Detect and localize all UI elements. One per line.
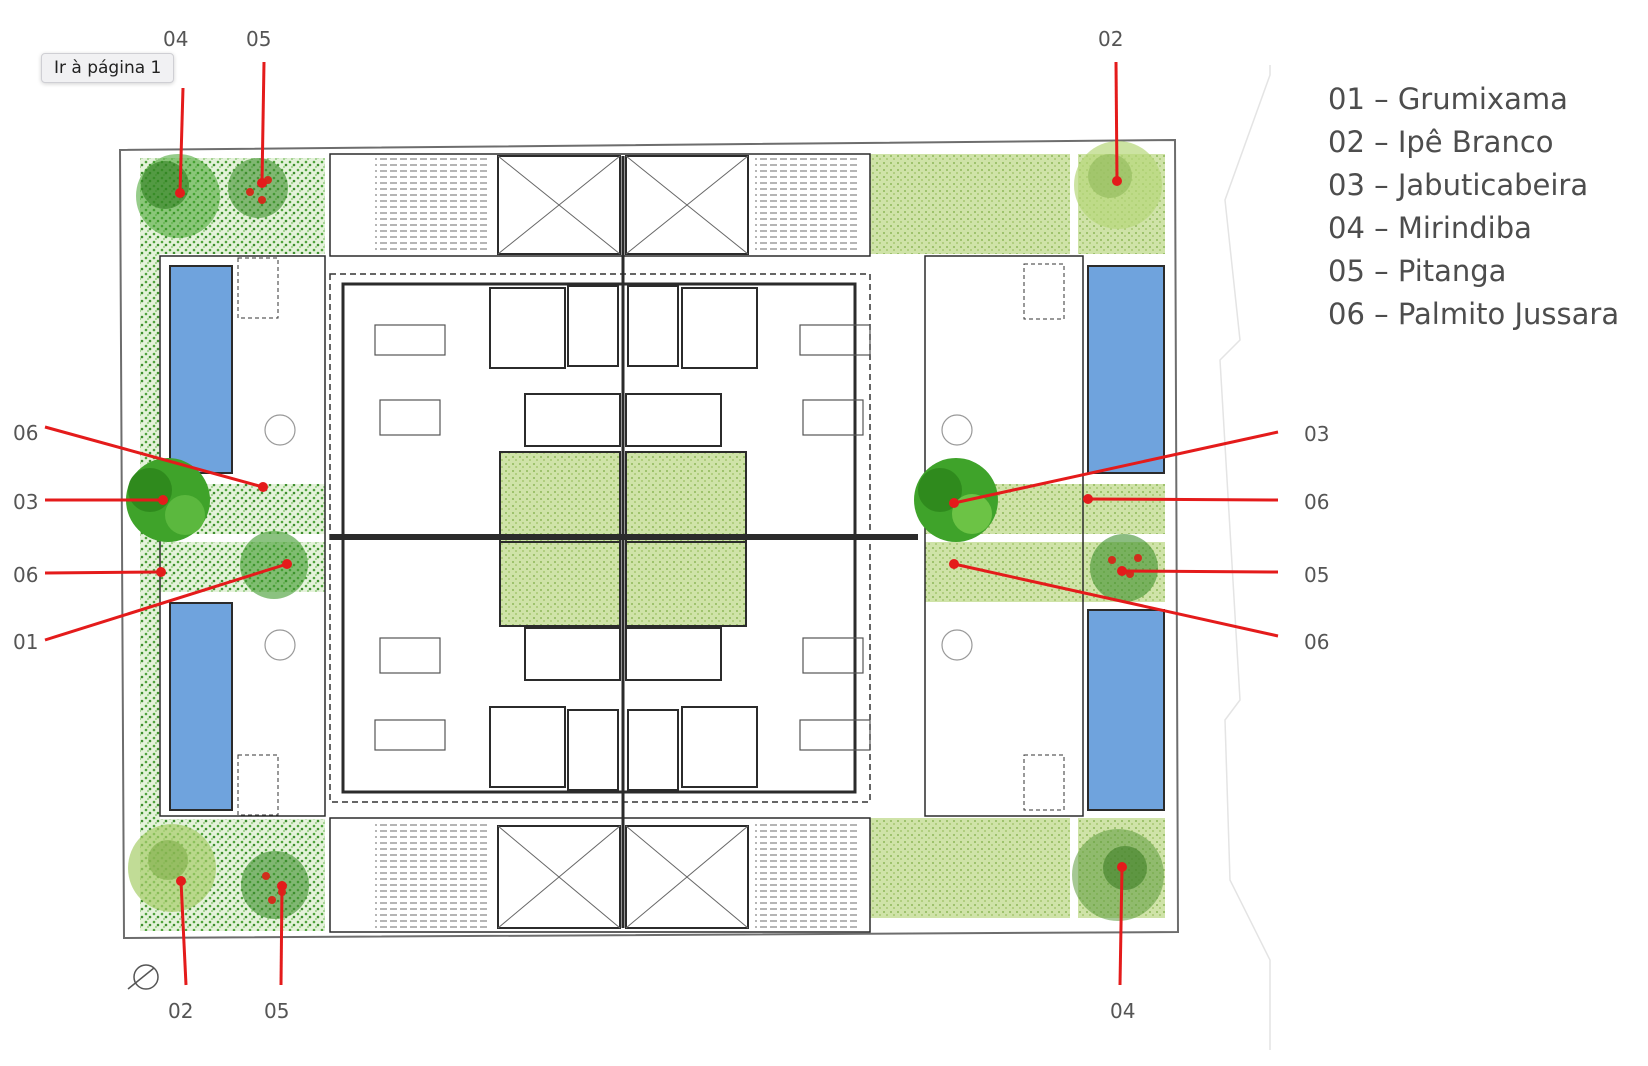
go-to-page-tooltip[interactable]: Ir à página 1 [41, 53, 175, 83]
bathroom [625, 393, 722, 447]
paving-bottom-left [375, 820, 490, 928]
paving-top-left [375, 156, 490, 252]
bathroom [625, 627, 722, 681]
kitchen [681, 287, 758, 369]
dining-table [374, 719, 446, 751]
tree-grumixama-left [240, 531, 308, 599]
stair [567, 285, 619, 367]
callout-label: 03 [1304, 422, 1329, 446]
courtyard-4 [625, 541, 747, 627]
callout-label: 01 [13, 630, 38, 654]
bathroom [524, 393, 621, 447]
legend-item: 03 – Jabuticabeira [1328, 168, 1589, 202]
legend-item: 02 – Ipê Branco [1328, 125, 1554, 159]
pool-bottom-right [1087, 609, 1165, 811]
lawn-bottom-right [870, 818, 1070, 918]
sofa [379, 399, 441, 436]
pool-bottom-left [169, 602, 233, 811]
tree-pitanga-bottom-left [241, 851, 309, 919]
callout-label: 06 [13, 563, 38, 587]
callout-label: 05 [1304, 563, 1329, 587]
paving-top-right [755, 156, 860, 252]
legend-item: 01 – Grumixama [1328, 82, 1568, 116]
kitchen [489, 706, 566, 788]
callout-label: 06 [13, 421, 38, 445]
callout-label: 03 [13, 490, 38, 514]
lounger-area [1023, 263, 1065, 320]
outdoor-table [264, 629, 296, 661]
callout-dots [156, 176, 1127, 891]
terrace-right [924, 255, 1084, 817]
paving-bottom-right [755, 820, 860, 928]
outdoor-table [941, 414, 973, 446]
garage-top [329, 153, 871, 257]
lawn-top-right [870, 154, 1070, 254]
callout-label: 06 [1304, 630, 1329, 654]
tree-pitanga-top-left [228, 158, 288, 218]
dining-table [374, 324, 446, 356]
north-arrow-icon [133, 964, 159, 990]
callout-leaders [44, 61, 1279, 986]
legend-item: 06 – Palmito Jussara [1328, 297, 1620, 331]
callout-label: 06 [1304, 490, 1329, 514]
outdoor-table [264, 414, 296, 446]
callout-label: 02 [1098, 27, 1123, 51]
sofa [802, 637, 864, 674]
callout-label: 05 [264, 999, 289, 1023]
outdoor-table [941, 629, 973, 661]
courtyard-1 [499, 451, 621, 543]
stair [627, 285, 679, 367]
courtyard-2 [625, 451, 747, 543]
tree-mirindiba-bottom-right [1072, 829, 1164, 921]
callout-label: 04 [1110, 999, 1135, 1023]
kitchen [489, 287, 566, 369]
callout-label: 05 [246, 27, 271, 51]
pool-top-right [1087, 265, 1165, 474]
garage-bottom [329, 817, 871, 933]
callout-label: 02 [168, 999, 193, 1023]
pool-top-left [169, 265, 233, 474]
stair [567, 709, 619, 791]
courtyard-3 [499, 541, 621, 627]
kitchen [681, 706, 758, 788]
species-legend: 01 – Grumixama 02 – Ipê Branco 03 – Jabu… [1328, 78, 1619, 336]
dining-table [799, 324, 871, 356]
sofa [379, 637, 441, 674]
callout-label: 04 [163, 27, 188, 51]
lounger-area [1023, 754, 1065, 811]
tree-ipe-branco-bottom-left [128, 824, 216, 912]
stair [627, 709, 679, 791]
lounger-area [237, 257, 279, 319]
neighbor-outline [1219, 65, 1271, 1050]
legend-item: 04 – Mirindiba [1328, 211, 1532, 245]
bathroom [524, 627, 621, 681]
legend-item: 05 – Pitanga [1328, 254, 1507, 288]
lounger-area [237, 754, 279, 816]
dining-table [799, 719, 871, 751]
sofa [802, 399, 864, 436]
